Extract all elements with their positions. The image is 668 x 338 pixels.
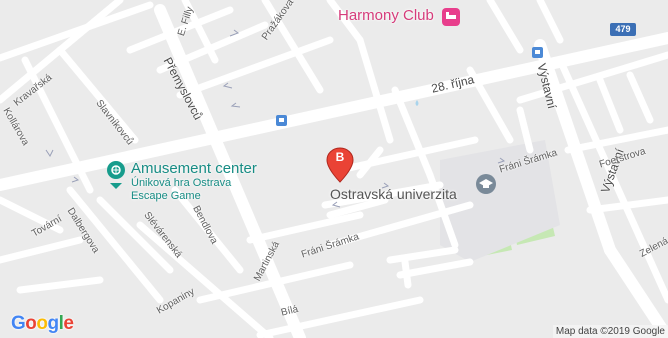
map-marker-b[interactable] <box>326 147 354 183</box>
graduation-cap-icon[interactable] <box>476 174 496 194</box>
route-shield: 479 <box>610 23 636 36</box>
poi-sublabel-line-1: Úniková hra Ostrava <box>131 177 232 189</box>
one-way-arrows <box>45 29 506 208</box>
campus-area <box>440 140 560 262</box>
google-logo[interactable]: Google <box>11 313 74 334</box>
poi-label-university[interactable]: Ostravská univerzita <box>330 186 457 202</box>
poi-label-amusement-center[interactable]: Amusement center <box>131 160 257 177</box>
poi-label-harmony-club[interactable]: Harmony Club <box>338 7 434 24</box>
bus-stop-icon <box>532 47 543 58</box>
poi-pointer <box>110 183 122 189</box>
map-attribution: Map data ©2019 Google <box>552 325 668 338</box>
amusement-park-icon[interactable] <box>107 161 125 179</box>
pond-icon <box>415 100 419 106</box>
poi-sublabel-amusement: Úniková hra Ostrava Escape Game <box>131 177 231 203</box>
bus-stop-icon <box>276 115 287 126</box>
main-roads <box>0 4 668 338</box>
bed-icon[interactable] <box>442 8 460 26</box>
poi-sublabel-line-2: Escape Game <box>131 190 201 202</box>
marker-label: B <box>335 150 345 164</box>
